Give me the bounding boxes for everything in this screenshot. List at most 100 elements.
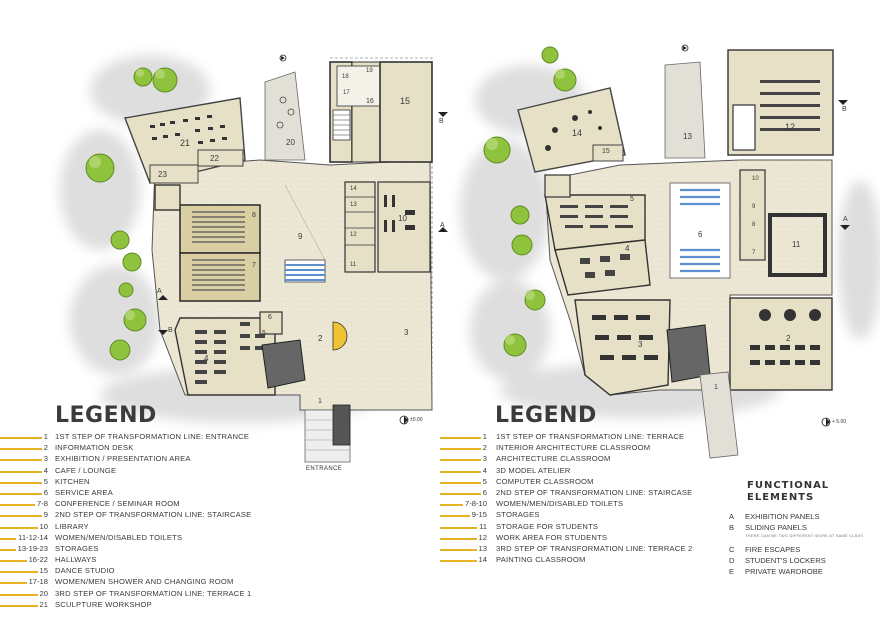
section-mark: A [440, 222, 445, 229]
legend-item: 203rd step of transformation line: terra… [0, 588, 380, 600]
room-3d-model-atelier [554, 239, 651, 296]
legend-item: 11Storage for students [440, 521, 820, 533]
room-number: 19 [366, 68, 373, 74]
legend-leader-line [0, 481, 48, 484]
room-dance-studio [379, 61, 433, 163]
room-number: 15 [602, 148, 610, 155]
legend-item: 92nd step of transformation line: stairc… [0, 510, 380, 521]
legend-leader-line [440, 515, 487, 518]
legend-leader-line [440, 481, 487, 484]
legend-leader-line [440, 437, 487, 439]
legend-label: Conference / seminar room [55, 499, 180, 509]
legend-label: 2nd step of transformation line: stairca… [55, 510, 252, 520]
room-number: 12 [785, 122, 796, 132]
room-number: 2 [318, 334, 323, 343]
room-number: 11 [792, 240, 801, 249]
legend-number: 5 [41, 476, 48, 486]
legend-item: 15Dance studio [0, 566, 380, 577]
legend-leader-line [440, 492, 487, 495]
level-label-right: + 5.00 [832, 419, 847, 425]
legend-title-left: LEGEND [55, 403, 157, 428]
legend-leader-line [0, 459, 48, 462]
room-number: 6 [268, 314, 272, 321]
legend-number: 15 [37, 566, 48, 576]
legend-leader-line [440, 448, 487, 451]
level-label-left: ±0.00 [410, 417, 423, 423]
room-hallway-22 [197, 149, 244, 167]
room-number: 5 [262, 330, 266, 337]
legend-number: 13-19-23 [15, 543, 48, 553]
room-work-area [727, 49, 834, 156]
functional-key: E [729, 567, 735, 576]
legend-label: 1st step of transformation line: terrace [496, 432, 685, 441]
room-architecture-classroom [574, 299, 671, 396]
legend-label: Architecture classroom [496, 454, 611, 464]
legend-leader-line [0, 582, 48, 585]
legend-label: Hallways [55, 555, 97, 565]
legend-item: 17-18Women/men shower and changing room [0, 577, 380, 588]
legend-item: 4Cafe / lounge [0, 465, 380, 477]
legend-item: 6Service area [0, 487, 380, 499]
room-number: 9 [752, 204, 756, 210]
legend-leader-line [0, 515, 48, 518]
legend-leader-line [0, 470, 48, 473]
legend-number: 6 [480, 487, 487, 497]
legend-item: 133rd step of transformation line: terra… [440, 543, 820, 555]
legend-number: 21 [37, 599, 48, 609]
functional-note: THERE CAN BE TWO DIFFERENT WORK AT SAME … [745, 533, 864, 538]
legend-item: 12Work area for students [440, 532, 820, 544]
room-number: 13 [683, 132, 692, 141]
legend-label: Storage for students [496, 521, 599, 531]
legend-item: 11st step of transformation line: terrac… [440, 432, 820, 443]
legend-leader-line [0, 560, 48, 563]
legend-item: 21Sculpture workshop [0, 599, 380, 611]
room-storage-15 [592, 144, 624, 162]
legend-item: 5 Kitchen [0, 476, 380, 488]
legend-label: Kitchen [55, 476, 90, 486]
central-staircase [669, 182, 731, 279]
legend-number: 3 [41, 454, 48, 464]
room-number: 12 [350, 232, 357, 238]
functional-key: B [729, 523, 735, 532]
legend-leader-line [0, 571, 48, 574]
legend-list-right: 11st step of transformation line: terrac… [440, 432, 820, 566]
legend-item: 13-19-23 Storages [0, 543, 380, 555]
legend-leader-line [440, 459, 487, 462]
legend-item: 16-22Hallways [0, 555, 380, 566]
legend-label: Cafe / lounge [55, 465, 117, 475]
room-number: 2 [786, 334, 791, 343]
room-number: 23 [158, 170, 167, 179]
legend-number: 13 [476, 543, 487, 553]
room-storage-students [768, 213, 827, 277]
section-mark: B [842, 106, 847, 113]
functional-label: EXHIBITION PANELS [745, 512, 820, 521]
legend-item: 5Computer classroom [440, 476, 820, 488]
information-desk-shape [332, 321, 348, 351]
legend-label: Exhibition / presentation area [55, 454, 191, 464]
legend-item: 14Painting classroom [440, 555, 820, 566]
legend-label: Storages [55, 543, 99, 553]
legend-item: 2Information desk [0, 443, 380, 454]
room-terrace-1 [264, 71, 306, 161]
section-mark: B [439, 118, 444, 125]
room-number: 8 [252, 212, 256, 219]
legend-number: 12 [476, 532, 487, 542]
legend-label: Computer classroom [496, 476, 594, 486]
room-number: 5 [630, 196, 634, 203]
stair-core-ne [732, 104, 756, 151]
legend-label: Storages [496, 510, 540, 520]
trees [85, 46, 577, 361]
legend-number: 2 [480, 443, 487, 453]
legend-item: 62nd step of transformation line: stairc… [440, 487, 820, 499]
entrance-label: ENTRANCE [306, 466, 343, 472]
room-toilets [344, 181, 376, 273]
functional-title-line1: FUNCTIONAL [747, 480, 830, 491]
legend-leader-line [0, 492, 48, 495]
room-number: 13 [350, 202, 357, 208]
legend-label: Library [55, 521, 89, 531]
legend-item: 3Architecture classroom [440, 454, 820, 465]
legend-label: 1st step of transformation line: entranc… [55, 432, 250, 441]
legend-item: 11-12-14Women/men/disabled toilets [0, 532, 380, 544]
